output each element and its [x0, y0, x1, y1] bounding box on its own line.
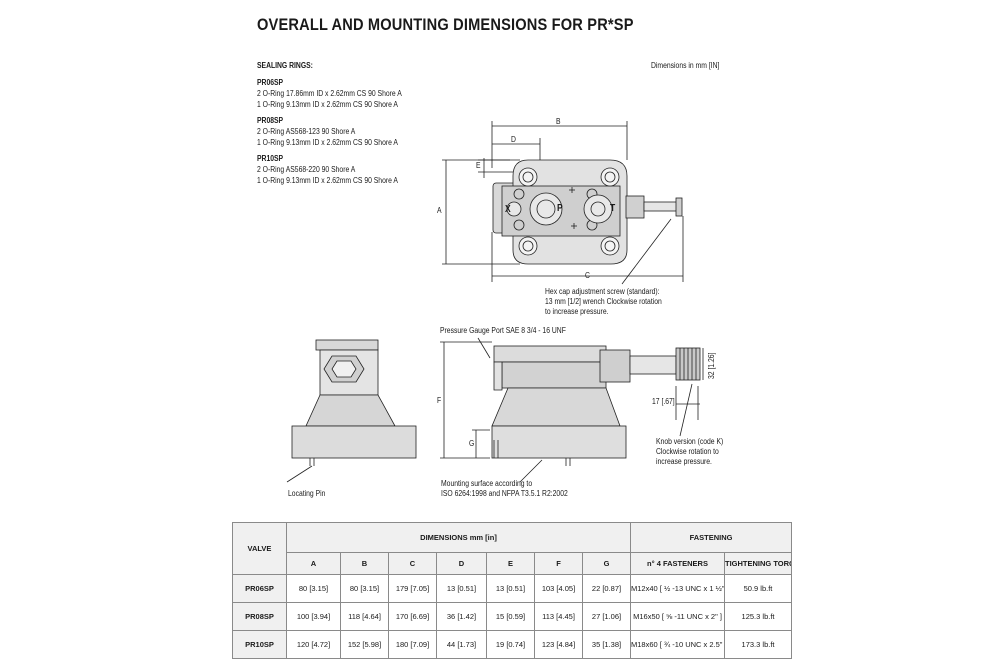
fastener-cell: M12x40 [ ½ -13 UNC x 1 ½" ] [630, 574, 726, 603]
dim-cell: 100 [3.94] [286, 602, 341, 631]
dim-cell: 27 [1.06] [581, 602, 632, 631]
dim-label-a: A [437, 206, 442, 215]
note-line: 13 mm [1/2] wrench Clockwise rotation [545, 297, 662, 306]
sealing-rings-block: SEALING RINGS: PR06SP 2 O-Ring 17.86mm I… [257, 60, 402, 191]
dim-cell: 120 [4.72] [286, 630, 341, 659]
torque-cell: 125.3 lb.ft [724, 602, 793, 631]
sealing-valve: PR06SP [257, 78, 284, 87]
dim-cell: 80 [3.15] [340, 574, 389, 603]
column-header: E [486, 552, 535, 575]
column-header: C [388, 552, 437, 575]
sealing-group: PR08SP 2 O-Ring AS568-123 90 Shore A 1 O… [257, 115, 402, 148]
mounting-note: Mounting surface according to ISO 6264:1… [441, 479, 568, 499]
dim-label-f: F [437, 396, 442, 405]
table-row: PR08SP 100 [3.94] 118 [4.64] 170 [6.69] … [232, 602, 793, 631]
dimensions-table: VALVE DIMENSIONS mm [in] FASTENING A B C… [232, 522, 793, 659]
units-note: Dimensions in mm [IN] [651, 61, 720, 70]
knob-dim: 32 [1.26] [707, 352, 716, 379]
dim-cell: 22 [0.87] [581, 574, 632, 603]
note-line: Clockwise rotation to [656, 447, 719, 456]
dim-label-d: D [511, 135, 516, 144]
dimension-drawing [286, 121, 704, 483]
front-view [440, 337, 704, 483]
fastener-cell: M18x60 [ ¾ -10 UNC x 2.5" ] [630, 630, 726, 659]
port-p-label: P [557, 203, 563, 214]
note-line: Knob version (code K) [656, 437, 724, 446]
dim-cell: 35 [1.38] [581, 630, 632, 659]
dim-label-c: C [585, 271, 590, 280]
note-line: Mounting surface according to [441, 479, 533, 488]
sealing-group: PR06SP 2 O-Ring 17.86mm ID x 2.62mm CS 9… [257, 77, 402, 110]
locating-pin-note: Locating Pin [288, 489, 326, 498]
dim-cell: 19 [0.74] [486, 630, 535, 659]
sealing-line: 1 O-Ring 9.13mm ID x 2.62mm CS 90 Shore … [257, 138, 398, 147]
dim-cell: 44 [1.73] [436, 630, 487, 659]
dim-cell: 80 [3.15] [286, 574, 341, 603]
dim-label-g: G [469, 439, 475, 448]
note-line: Hex cap adjustment screw (standard): [545, 287, 660, 296]
fastening-header: FASTENING [630, 522, 793, 553]
knob-offset: 17 [.67] [652, 397, 675, 406]
sealing-group: PR10SP 2 O-Ring AS568-220 90 Shore A 1 O… [257, 153, 402, 186]
dim-cell: 118 [4.64] [340, 602, 389, 631]
dim-cell: 103 [4.05] [534, 574, 583, 603]
valve-cell: PR08SP [232, 602, 287, 631]
top-view [442, 121, 684, 285]
sealing-valve: PR08SP [257, 116, 284, 125]
sealing-line: 2 O-Ring AS568-220 90 Shore A [257, 165, 356, 174]
sealing-line: 2 O-Ring AS568-123 90 Shore A [257, 127, 356, 136]
fastener-cell: M16x50 [ ⅝ -11 UNC x 2" ] [630, 602, 726, 631]
table-row: PR10SP 120 [4.72] 152 [5.98] 180 [7.09] … [232, 630, 793, 659]
sealing-heading: SEALING RINGS: [257, 61, 313, 70]
side-view [286, 339, 417, 483]
dim-cell: 170 [6.69] [388, 602, 437, 631]
note-line: to increase pressure. [545, 307, 609, 316]
torque-cell: 173.3 lb.ft [724, 630, 793, 659]
dim-cell: 179 [7.05] [388, 574, 437, 603]
dimensions-header: DIMENSIONS mm [in] [285, 522, 632, 553]
valve-cell: PR10SP [232, 630, 287, 659]
sealing-line: 1 O-Ring 9.13mm ID x 2.62mm CS 90 Shore … [257, 100, 398, 109]
dim-cell: 15 [0.59] [486, 602, 535, 631]
hex-cap-note: Hex cap adjustment screw (standard): 13 … [545, 287, 662, 317]
note-line: ISO 6264:1998 and NFPA T3.5.1 R2:2002 [441, 489, 568, 498]
port-x-label: X [505, 204, 511, 215]
valve-header: VALVE [232, 522, 287, 575]
gauge-port-note: Pressure Gauge Port SAE 8 3/4 - 16 UNF [440, 326, 566, 335]
dim-label-e: E [476, 161, 481, 170]
column-header: F [534, 552, 583, 575]
port-t-label: T [610, 203, 616, 214]
dim-cell: 36 [1.42] [436, 602, 487, 631]
dim-cell: 113 [4.45] [534, 602, 583, 631]
torque-cell: 50.9 lb.ft [724, 574, 793, 603]
sealing-valve: PR10SP [257, 154, 284, 163]
column-header: D [436, 552, 487, 575]
column-header: n° 4 FASTENERS [630, 552, 726, 575]
column-header: A [286, 552, 341, 575]
sealing-line: 1 O-Ring 9.13mm ID x 2.62mm CS 90 Shore … [257, 176, 398, 185]
dim-label-b: B [556, 117, 561, 126]
valve-cell: PR06SP [232, 574, 287, 603]
dim-cell: 123 [4.84] [534, 630, 583, 659]
dim-cell: 152 [5.98] [340, 630, 389, 659]
column-header: TIGHTENING TORQUE [724, 552, 793, 575]
table-row: PR06SP 80 [3.15] 80 [3.15] 179 [7.05] 13… [232, 574, 793, 603]
sealing-line: 2 O-Ring 17.86mm ID x 2.62mm CS 90 Shore… [257, 89, 402, 98]
column-header: G [581, 552, 632, 575]
dim-cell: 13 [0.51] [486, 574, 535, 603]
page-title: OVERALL AND MOUNTING DIMENSIONS FOR PR*S… [257, 15, 634, 34]
knob-note: Knob version (code K) Clockwise rotation… [656, 437, 723, 467]
column-header: B [340, 552, 389, 575]
dim-cell: 13 [0.51] [436, 574, 487, 603]
note-line: increase pressure. [656, 457, 712, 466]
dim-cell: 180 [7.09] [388, 630, 437, 659]
